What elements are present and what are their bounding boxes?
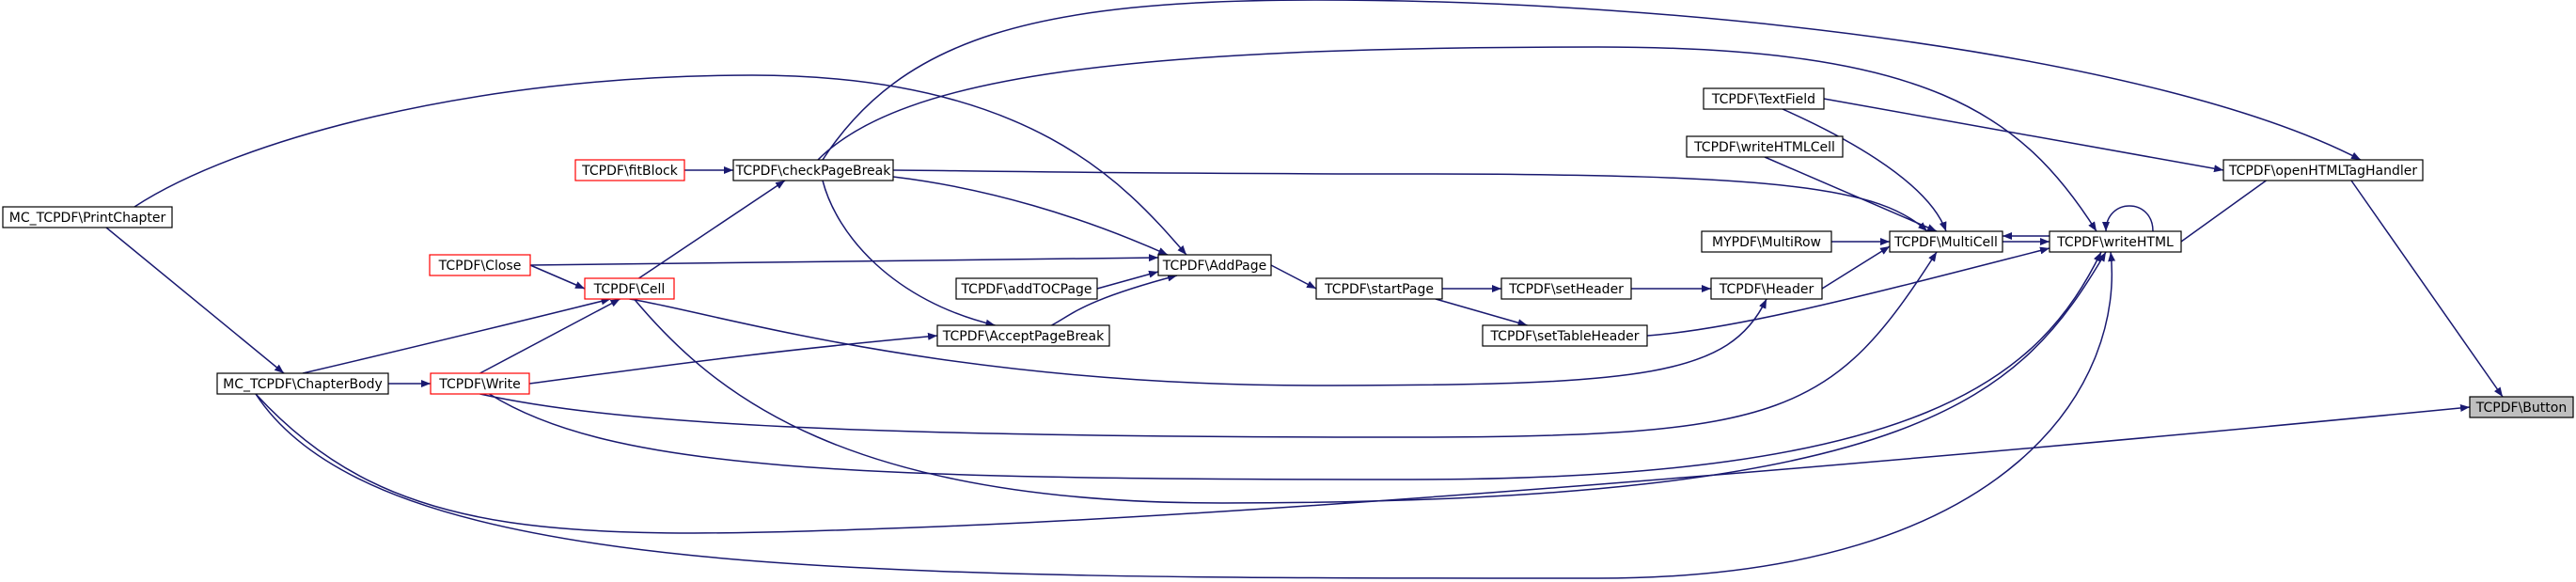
node-box[interactable]: [2223, 159, 2424, 181]
node-label: TCPDF\setHeader: [1508, 282, 1624, 297]
edge-setTableHeader-to-startPage: [1435, 298, 1528, 327]
edge-addPage-to-acceptPageBreak: [1051, 274, 1178, 326]
node-box[interactable]: [2, 206, 173, 228]
edge-cell-to-write: [479, 298, 620, 374]
node-label: TCPDF\Button: [2475, 401, 2567, 416]
edge-button-to-chapterBody: [255, 393, 2471, 534]
edge-cell-to-close: [529, 264, 586, 290]
node-box[interactable]: [1703, 87, 1825, 110]
node-label: TCPDF\TextField: [1711, 92, 1815, 107]
node-box[interactable]: [955, 277, 1098, 300]
node-label: TCPDF\openHTMLTagHandler: [2228, 164, 2418, 179]
node-printChapter[interactable]: MC_TCPDF\PrintChapter: [2, 206, 173, 228]
node-box[interactable]: [1315, 277, 1443, 300]
edge-multiCell-to-write: [479, 251, 1938, 438]
node-cell[interactable]: TCPDF\Cell: [584, 277, 675, 300]
node-checkPageBreak[interactable]: TCPDF\checkPageBreak: [732, 159, 894, 181]
node-label: TCPDF\startPage: [1324, 282, 1434, 297]
node-label: TCPDF\MultiCell: [1893, 235, 1998, 250]
edge-addPage-to-checkPageBreak: [892, 176, 1169, 256]
node-button[interactable]: TCPDF\Button: [2469, 396, 2574, 418]
edge-chapterBody-to-printChapter: [105, 227, 285, 374]
node-label: TCPDF\AddPage: [1162, 259, 1267, 274]
edge-multiCell-to-writeHTMLCell: [1764, 156, 1938, 232]
node-multiCell[interactable]: TCPDF\MultiCell: [1889, 230, 2003, 253]
edge-addPage-to-addTOCPage: [1096, 270, 1159, 290]
edges: [105, 0, 2504, 579]
edge-acceptPageBreak-to-checkPageBreak: [822, 180, 996, 327]
node-label: TCPDF\Cell: [593, 282, 666, 297]
node-write[interactable]: TCPDF\Write: [430, 372, 530, 395]
node-startPage[interactable]: TCPDF\startPage: [1315, 277, 1443, 300]
node-box[interactable]: [732, 159, 894, 181]
node-box[interactable]: [1889, 230, 2003, 253]
edge-multiCell-to-header: [1821, 245, 1891, 290]
edge-writeHTML-to-write: [489, 251, 2102, 480]
node-writeHTMLCell[interactable]: TCPDF\writeHTMLCell: [1686, 135, 1844, 158]
node-box[interactable]: [1157, 254, 1272, 276]
node-label: TCPDF\writeHTMLCell: [1693, 140, 1835, 155]
node-box[interactable]: [2049, 230, 2182, 253]
node-label: TCPDF\AcceptPageBreak: [942, 329, 1105, 344]
node-setTableHeader[interactable]: TCPDF\setTableHeader: [1482, 324, 1648, 347]
node-textField[interactable]: TCPDF\TextField: [1703, 87, 1825, 110]
edge-button-to-openHTMLTagHandler: [2350, 180, 2504, 398]
node-writeHTML[interactable]: TCPDF\writeHTML: [2049, 230, 2182, 253]
node-multiRow[interactable]: MYPDF\MultiRow: [1701, 230, 1832, 253]
node-box[interactable]: [216, 372, 389, 395]
node-label: TCPDF\Header: [1719, 282, 1814, 297]
node-label: TCPDF\writeHTML: [2056, 235, 2174, 250]
node-box[interactable]: [1701, 230, 1832, 253]
edge-openHTMLTagHandler-to-checkPageBreak: [822, 0, 2362, 161]
node-label: MC_TCPDF\ChapterBody: [223, 377, 383, 392]
edge-writeHTML-to-cell: [633, 251, 2107, 504]
node-box[interactable]: [2469, 396, 2574, 418]
node-fitBlock[interactable]: TCPDF\fitBlock: [574, 159, 685, 181]
edge-multiCell-to-checkPageBreak: [892, 169, 1928, 232]
node-box[interactable]: [574, 159, 685, 181]
node-box[interactable]: [1686, 135, 1844, 158]
node-label: TCPDF\checkPageBreak: [735, 164, 892, 179]
node-box[interactable]: [936, 324, 1110, 347]
node-label: TCPDF\Close: [438, 259, 522, 274]
node-box[interactable]: [1482, 324, 1648, 347]
node-close[interactable]: TCPDF\Close: [429, 254, 531, 276]
edge-writeHTML-to-chapterBody: [255, 251, 2116, 579]
edge-openHTMLTagHandler-to-textField: [1823, 98, 2224, 173]
edge-multiCell-to-textField: [1782, 108, 1947, 232]
edge-addPage-to-close: [529, 254, 1159, 266]
edge-header-to-cell: [629, 298, 1767, 386]
node-box[interactable]: [429, 254, 531, 276]
node-box[interactable]: [1710, 277, 1823, 300]
node-acceptPageBreak[interactable]: TCPDF\AcceptPageBreak: [936, 324, 1110, 347]
edge-writeHTML-to-setTableHeader: [1646, 246, 2050, 337]
node-openHTMLTagHandler[interactable]: TCPDF\openHTMLTagHandler: [2223, 159, 2424, 181]
node-label: MC_TCPDF\PrintChapter: [9, 211, 166, 226]
node-box[interactable]: [430, 372, 530, 395]
node-chapterBody[interactable]: MC_TCPDF\ChapterBody: [216, 372, 389, 395]
node-setHeader[interactable]: TCPDF\setHeader: [1500, 277, 1632, 300]
node-label: TCPDF\addTOCPage: [960, 282, 1092, 297]
edge-writeHTML-to-checkPageBreak: [817, 46, 2097, 232]
edge-checkPageBreak-to-cell: [638, 180, 786, 279]
node-header[interactable]: TCPDF\Header: [1710, 277, 1823, 300]
node-label: MYPDF\MultiRow: [1712, 235, 1821, 250]
node-box[interactable]: [1500, 277, 1632, 300]
node-addPage[interactable]: TCPDF\AddPage: [1157, 254, 1272, 276]
node-label: TCPDF\setTableHeader: [1489, 329, 1639, 344]
node-label: TCPDF\fitBlock: [581, 164, 679, 179]
edge-startPage-to-addPage: [1270, 264, 1317, 290]
nodes: TCPDF\ButtonTCPDF\openHTMLTagHandlerTCPD…: [2, 87, 2574, 418]
node-box[interactable]: [584, 277, 675, 300]
node-label: TCPDF\Write: [438, 377, 520, 392]
edge-writeHTML-to-writeHTML: [2102, 205, 2154, 232]
edge-cell-to-chapterBody: [302, 297, 611, 374]
edge-acceptPageBreak-to-write: [528, 332, 938, 385]
edge-addPage-to-printChapter: [134, 74, 1187, 256]
node-addTOCPage[interactable]: TCPDF\addTOCPage: [955, 277, 1098, 300]
